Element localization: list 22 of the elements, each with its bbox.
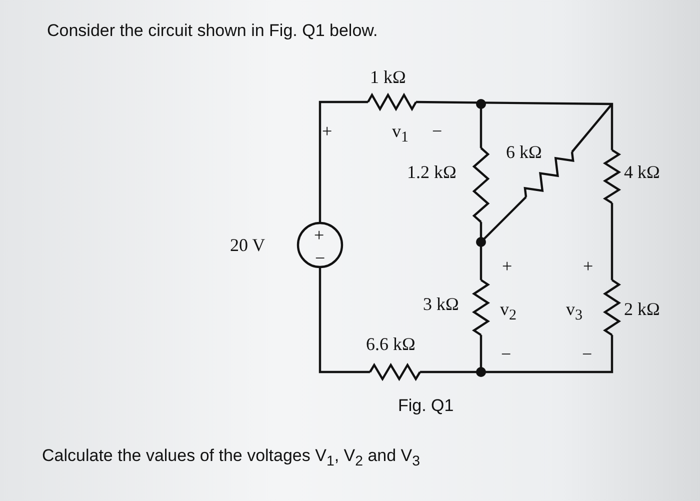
resistance-label: 1.2 kΩ — [407, 163, 456, 181]
polarity-sign: − — [315, 249, 326, 267]
polarity-sign: − — [582, 345, 592, 363]
polarity-sign: + — [322, 122, 332, 140]
resistance-label: 6.6 kΩ — [366, 335, 416, 353]
polarity-sign: + — [583, 257, 594, 275]
question-text: Calculate the values of the voltages V$_{1}$, V$_{2}$ and V$_{3}$ — [42, 447, 420, 469]
voltage-label: v$_{3}$ — [566, 300, 582, 324]
resistance-label: 3 kΩ — [423, 295, 459, 313]
polarity-sign: + — [502, 257, 512, 275]
resistance-label: 6 kΩ — [506, 143, 542, 161]
source-voltage-label: 20 V — [230, 236, 266, 254]
polarity-sign: − — [432, 122, 442, 140]
polarity-sign: − — [501, 345, 512, 363]
figure-caption: Fig. Q1 — [398, 397, 454, 414]
resistance-label: 1 kΩ — [370, 68, 406, 86]
resistance-label: 4 kΩ — [624, 163, 660, 181]
voltage-label: v$_{1}$ — [392, 122, 408, 146]
voltage-label: v$_{2}$ — [500, 300, 516, 324]
polarity-sign: + — [314, 226, 324, 244]
question-text: Consider the circuit shown in Fig. Q1 below. — [47, 22, 378, 39]
resistance-label: 2 kΩ — [624, 300, 660, 318]
